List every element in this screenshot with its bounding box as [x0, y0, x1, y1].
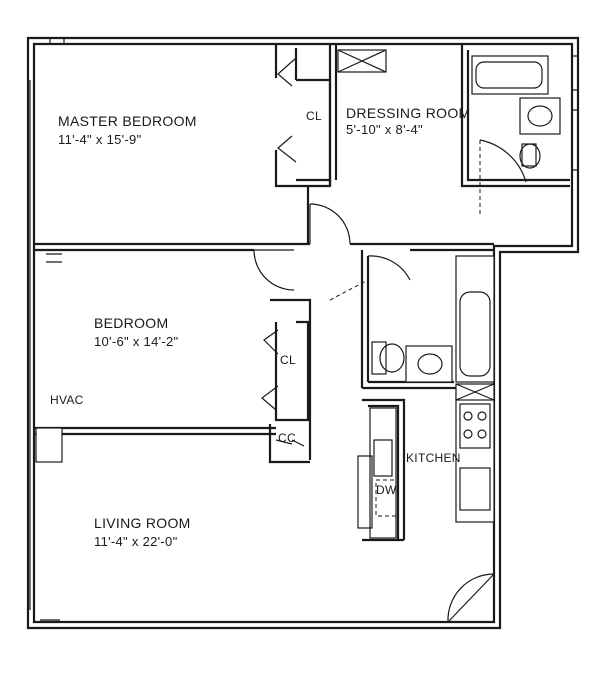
master-closet-label: CL	[306, 109, 322, 123]
bedroom-closet-label: CL	[280, 353, 296, 367]
coat-closet-label: CC	[278, 431, 296, 445]
dressing-room-label: DRESSING ROOM	[346, 105, 470, 121]
bedroom-dims: 10'-6" x 14'-2"	[94, 334, 179, 349]
fixtures	[35, 49, 561, 539]
master-bedroom-dims: 11'-4" x 15'-9"	[58, 132, 142, 147]
living-room-dims: 11'-4" x 22'-0"	[94, 534, 178, 549]
living-room-label: LIVING ROOM	[94, 515, 191, 531]
exterior-walls	[26, 36, 580, 630]
dishwasher-label: DW	[376, 483, 397, 497]
bedroom-label: BEDROOM	[94, 315, 168, 331]
dressing-room-dims: 5'-10" x 8'-4"	[346, 122, 423, 137]
kitchen-label: KITCHEN	[406, 451, 461, 465]
master-bedroom-label: MASTER BEDROOM	[58, 113, 197, 129]
doors	[253, 57, 527, 623]
windows	[40, 37, 578, 629]
hvac-label: HVAC	[50, 393, 84, 407]
